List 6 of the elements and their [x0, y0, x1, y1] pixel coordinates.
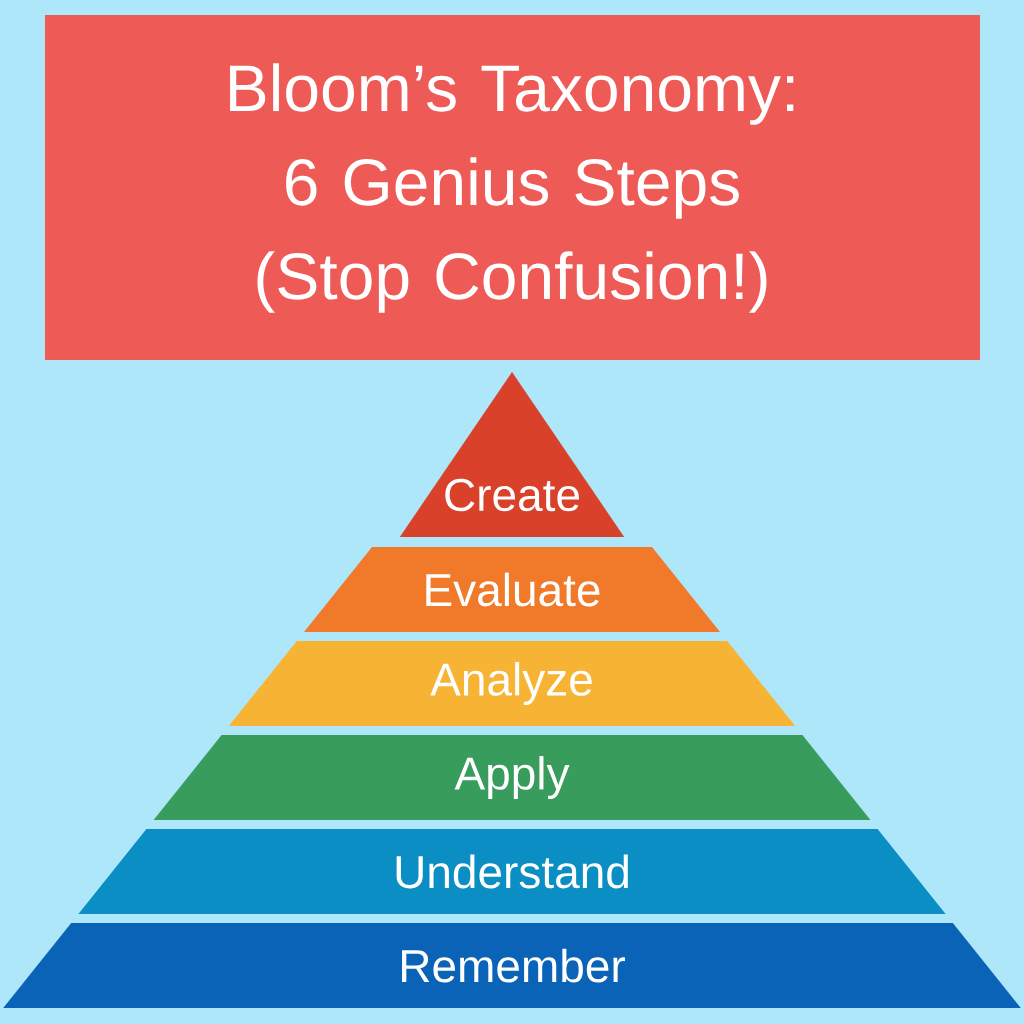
pyramid-level: Analyze: [228, 641, 796, 726]
pyramid-level: Understand: [78, 829, 946, 914]
title-banner: Bloom’s Taxonomy: 6 Genius Steps (Stop Confusion!): [45, 15, 980, 360]
pyramid-level: Remember: [3, 923, 1021, 1008]
pyramid-level: Create: [399, 372, 625, 537]
pyramid-level: Evaluate: [304, 547, 720, 632]
